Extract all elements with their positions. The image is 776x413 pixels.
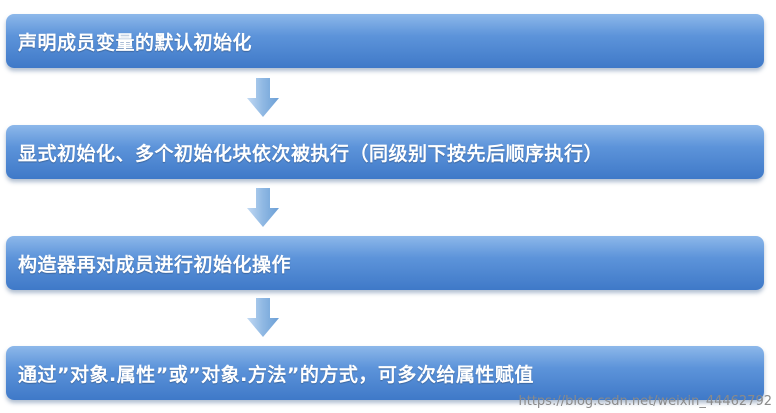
watermark-url: https://blog.csdn.net/weixin_44462792 [518,394,772,409]
step-label: 通过”对象.属性”或”对象.方法”的方式，可多次给属性赋值 [18,363,534,386]
step-box-property-assignment: 通过”对象.属性”或”对象.方法”的方式，可多次给属性赋值 [6,346,764,400]
down-arrow-icon [247,298,279,337]
step-box-constructor-initialization: 构造器再对成员进行初始化操作 [6,236,764,290]
step-label: 显式初始化、多个初始化块依次被执行（同级别下按先后顺序执行） [18,142,604,165]
step-box-explicit-initialization: 显式初始化、多个初始化块依次被执行（同级别下按先后顺序执行） [6,125,764,179]
step-label: 声明成员变量的默认初始化 [18,31,253,54]
down-arrow-icon [247,78,279,117]
step-box-default-initialization: 声明成员变量的默认初始化 [6,14,764,68]
down-arrow-icon [247,188,279,227]
step-label: 构造器再对成员进行初始化操作 [18,253,292,276]
